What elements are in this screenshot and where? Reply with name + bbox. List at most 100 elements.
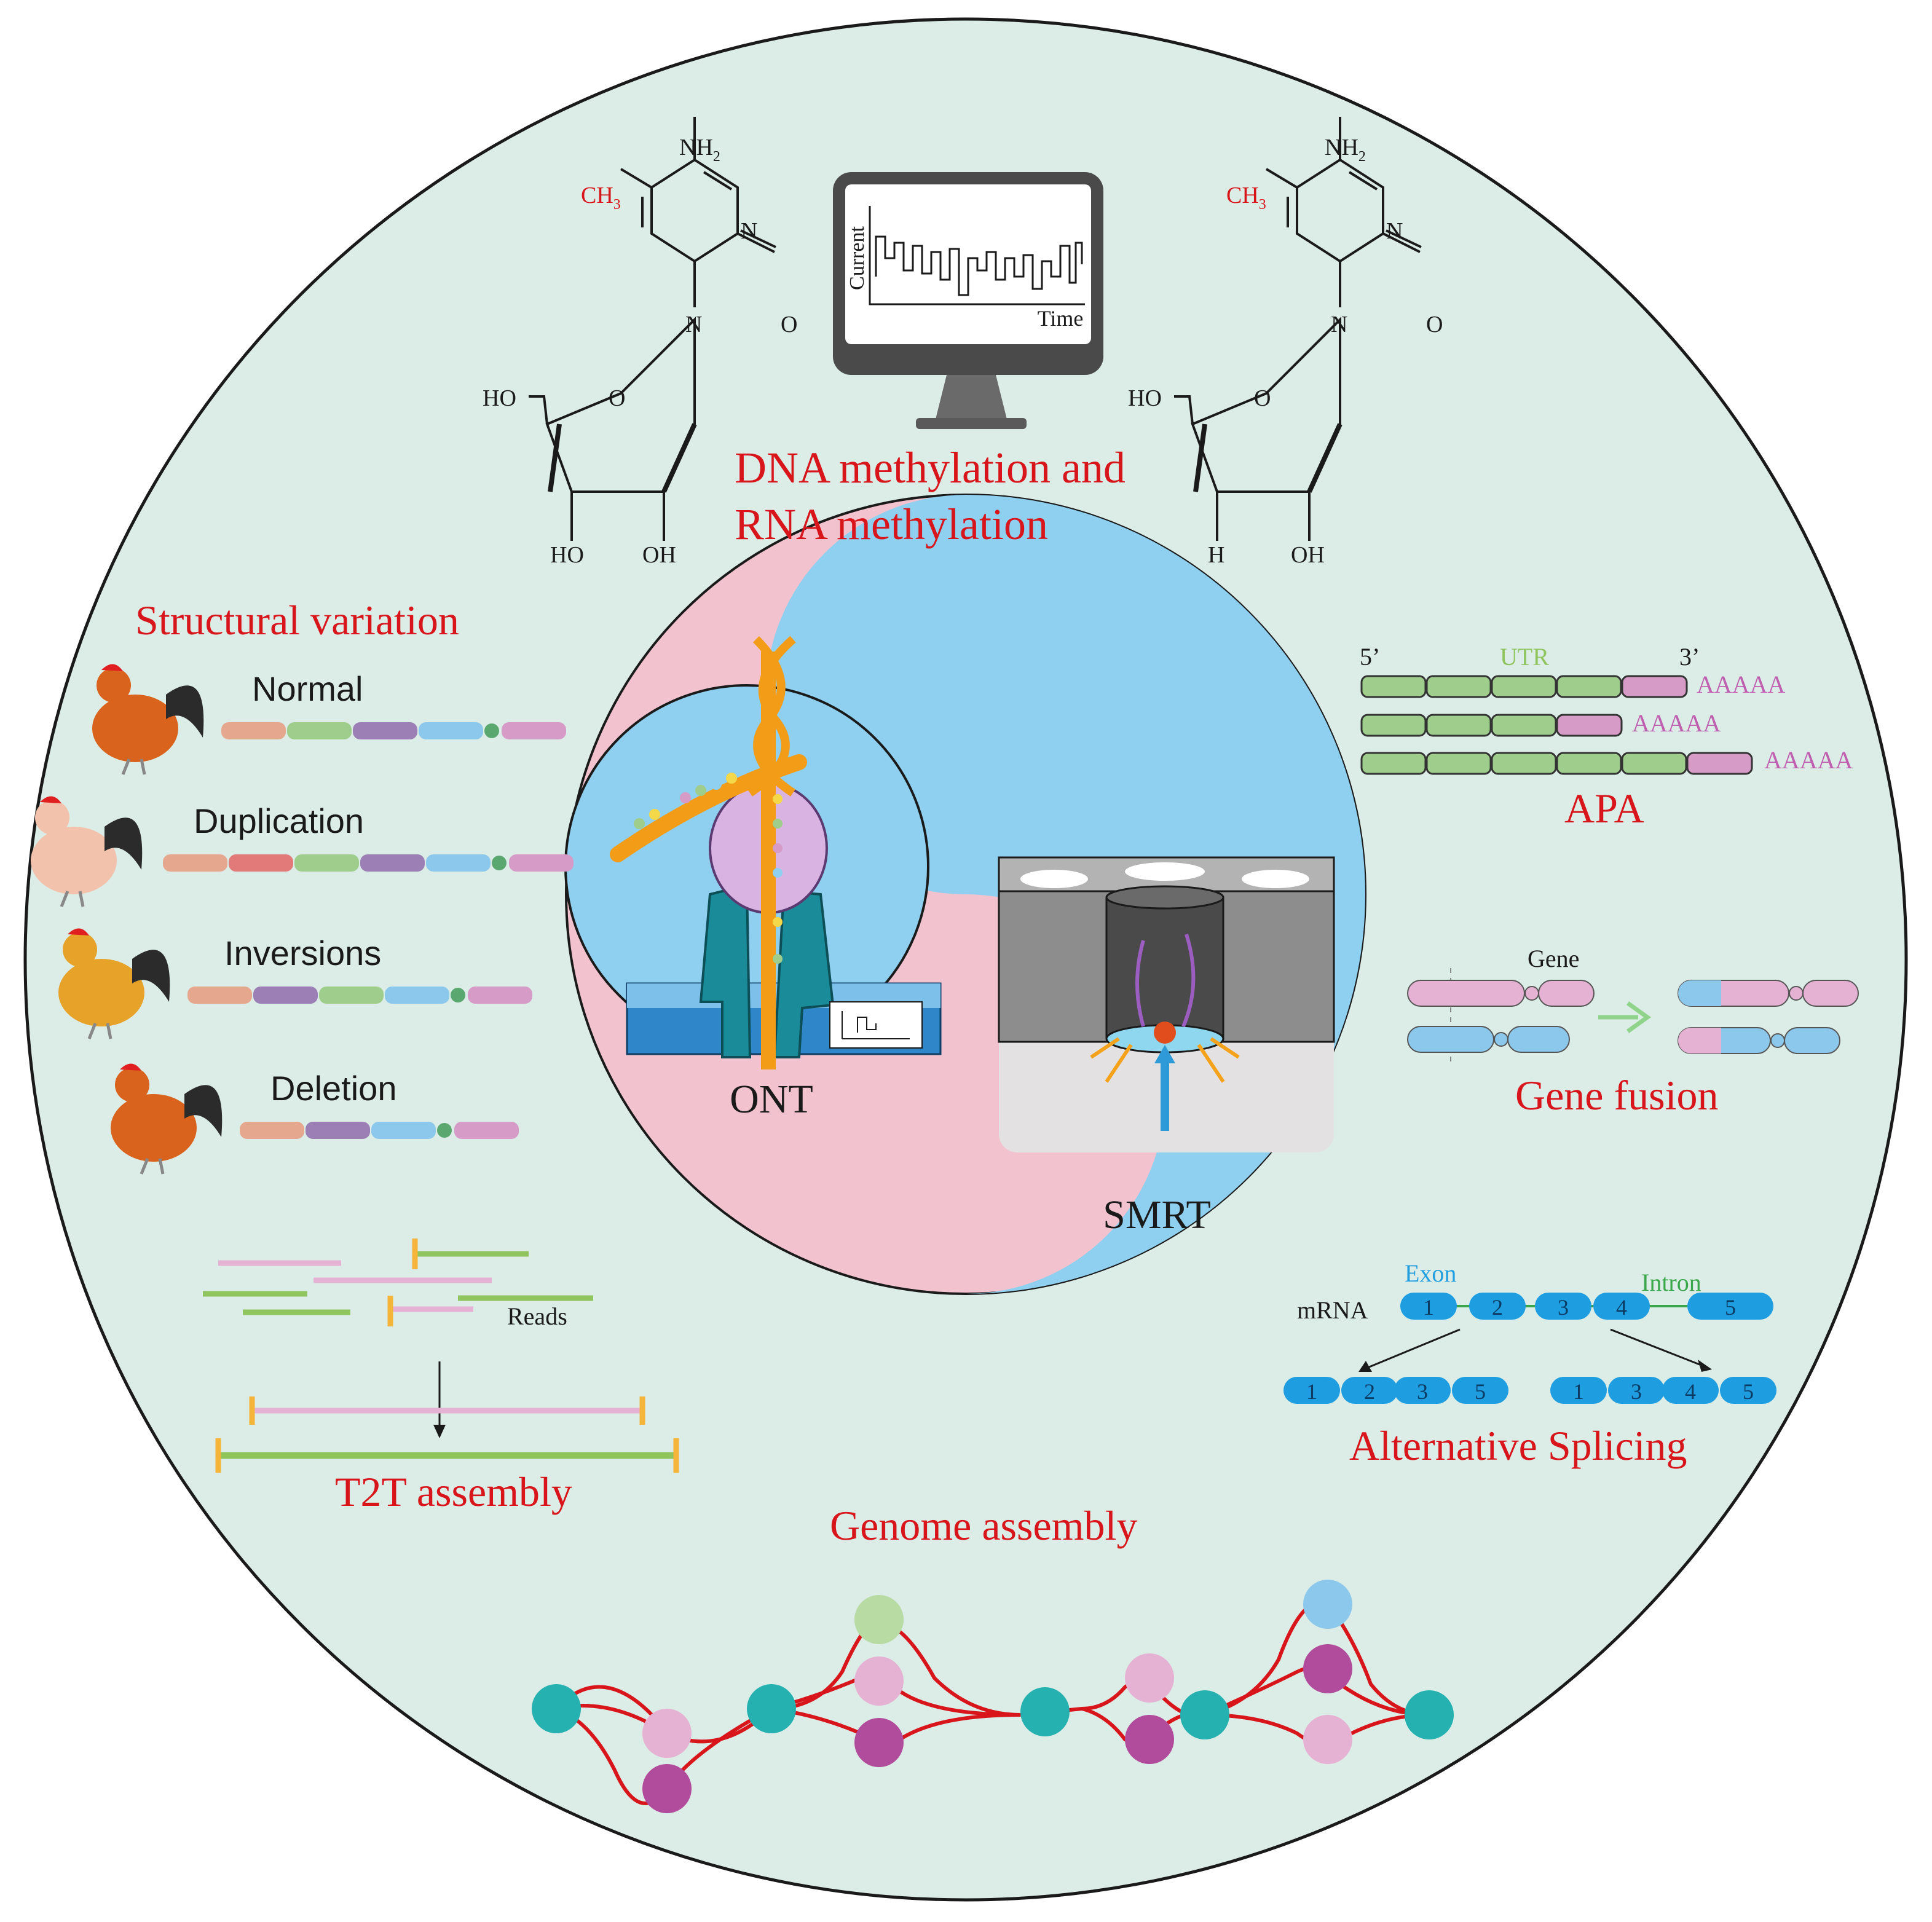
sv-segment (287, 722, 352, 739)
left-o-carbonyl: O (781, 312, 797, 337)
left-nh2: NH2 (679, 135, 720, 165)
exon-number: 1 (1573, 1379, 1584, 1404)
exon-number: 1 (1306, 1379, 1317, 1404)
right-oh: OH (1291, 542, 1325, 568)
apa-utr-segment (1360, 752, 1427, 775)
exon-number: 5 (1475, 1379, 1486, 1404)
exon-number: 4 (1685, 1379, 1696, 1404)
apa-five-prime: 5’ (1360, 643, 1380, 671)
sv-segment (426, 854, 491, 872)
apa-polya-segment (1686, 752, 1753, 775)
exon-block (1469, 1293, 1526, 1320)
genome-assembly-title: Genome assembly (830, 1502, 1137, 1549)
apa-three-prime: 3’ (1679, 643, 1700, 671)
sv-label-deletion: Deletion (270, 1069, 396, 1108)
exon-block (1394, 1377, 1451, 1404)
gene-fusion-section: Gene Gene fusion (1407, 945, 1859, 1119)
exon-number: 1 (1423, 1295, 1434, 1320)
exon-number: 3 (1558, 1295, 1569, 1320)
exon-number: 5 (1725, 1295, 1736, 1320)
ont-label: ONT (730, 1077, 813, 1122)
apa-utr: UTR (1500, 643, 1549, 671)
t2t-reads (203, 1239, 593, 1326)
exon-block (1608, 1377, 1665, 1404)
apa-utr-segment (1491, 675, 1557, 698)
exon-block (1593, 1293, 1650, 1320)
structural-variation-section: Structural variation (31, 597, 574, 1175)
exon-number: 2 (1492, 1295, 1503, 1320)
node-magenta-4 (1303, 1644, 1352, 1693)
fusion-arrow-icon (1598, 1001, 1651, 1033)
splicing-intron-label: Intron (1641, 1269, 1701, 1296)
sv-label-inversions: Inversions (224, 934, 381, 972)
apa-utr-segment (1425, 714, 1492, 737)
node-teal-1 (532, 1684, 581, 1733)
exon-block (1452, 1377, 1508, 1404)
splice-arrow-left (1367, 1328, 1461, 1369)
sv-segment (360, 854, 425, 872)
apa-utr-segment (1425, 752, 1492, 775)
right-ho-top: HO (1128, 385, 1162, 411)
exon-block (1283, 1377, 1340, 1404)
rooster-duplication-icon (31, 796, 143, 907)
left-oh: OH (642, 542, 676, 568)
right-h-bottom: H (1208, 542, 1224, 568)
sv-centromere (492, 856, 507, 870)
methylation-section: Current Time NH2 CH3 N N O O HO HO OH (483, 117, 1443, 568)
apa-polya-1: AAAAA (1697, 671, 1786, 698)
left-nucleoside-structure (529, 117, 776, 541)
sv-centromere (437, 1123, 452, 1138)
sv-segment (229, 854, 293, 872)
apa-section: 5’ UTR 3’ AAAAA AAAAA AAAAA APA (1360, 643, 1853, 832)
exon-block (1400, 1293, 1457, 1320)
exon-block (1535, 1293, 1591, 1320)
monitor-icon: Current Time (833, 172, 1103, 429)
apa-utr-segment (1556, 675, 1622, 698)
node-pink-4 (1303, 1715, 1352, 1764)
sv-title: Structural variation (135, 597, 459, 644)
left-ho-bottom: HO (550, 542, 584, 568)
gene-blue-chromosome (1407, 1026, 1570, 1053)
exon-block (1687, 1293, 1773, 1320)
right-n-bottom: N (1331, 312, 1347, 337)
left-ho-top: HO (483, 385, 516, 411)
sv-segment (319, 987, 384, 1004)
node-teal-2 (747, 1684, 796, 1733)
t2t-title: T2T assembly (335, 1468, 572, 1515)
sv-segment (253, 987, 318, 1004)
node-pink-3 (1125, 1653, 1174, 1703)
exon-number: 3 (1417, 1379, 1428, 1404)
t2t-arrowhead (433, 1425, 446, 1438)
sv-segment (187, 987, 252, 1004)
right-ch3: CH3 (1226, 183, 1266, 213)
apa-polya-3: AAAAA (1764, 746, 1853, 774)
apa-title: APA (1564, 785, 1644, 832)
rooster-normal-icon (92, 664, 204, 775)
apa-utr-segment (1360, 714, 1427, 737)
sv-segment (240, 1122, 304, 1139)
node-magenta-1 (642, 1764, 692, 1813)
genome-assembly-section: Genome assembly (532, 1502, 1454, 1813)
monitor-x-label: Time (1038, 306, 1084, 331)
ont-nanopore-illustration (610, 636, 942, 1069)
right-n-top: N (1386, 218, 1403, 244)
sv-segment (385, 987, 449, 1004)
left-n-bottom: N (685, 312, 702, 337)
exon-number: 5 (1743, 1379, 1754, 1404)
methylation-title-line1: DNA methylation and (735, 443, 1126, 492)
splicing-mrna-label: mRNA (1297, 1296, 1368, 1324)
exon-number: 2 (1364, 1379, 1375, 1404)
sv-segment (454, 1122, 519, 1139)
fused-chromosome-2 (1678, 1027, 1840, 1054)
gene-pink-chromosome (1407, 980, 1595, 1007)
sv-segment (419, 722, 483, 739)
sv-label-normal: Normal (252, 669, 363, 708)
sv-segment (353, 722, 417, 739)
gene-fusion-title: Gene fusion (1515, 1072, 1718, 1119)
exon-block (1720, 1377, 1776, 1404)
